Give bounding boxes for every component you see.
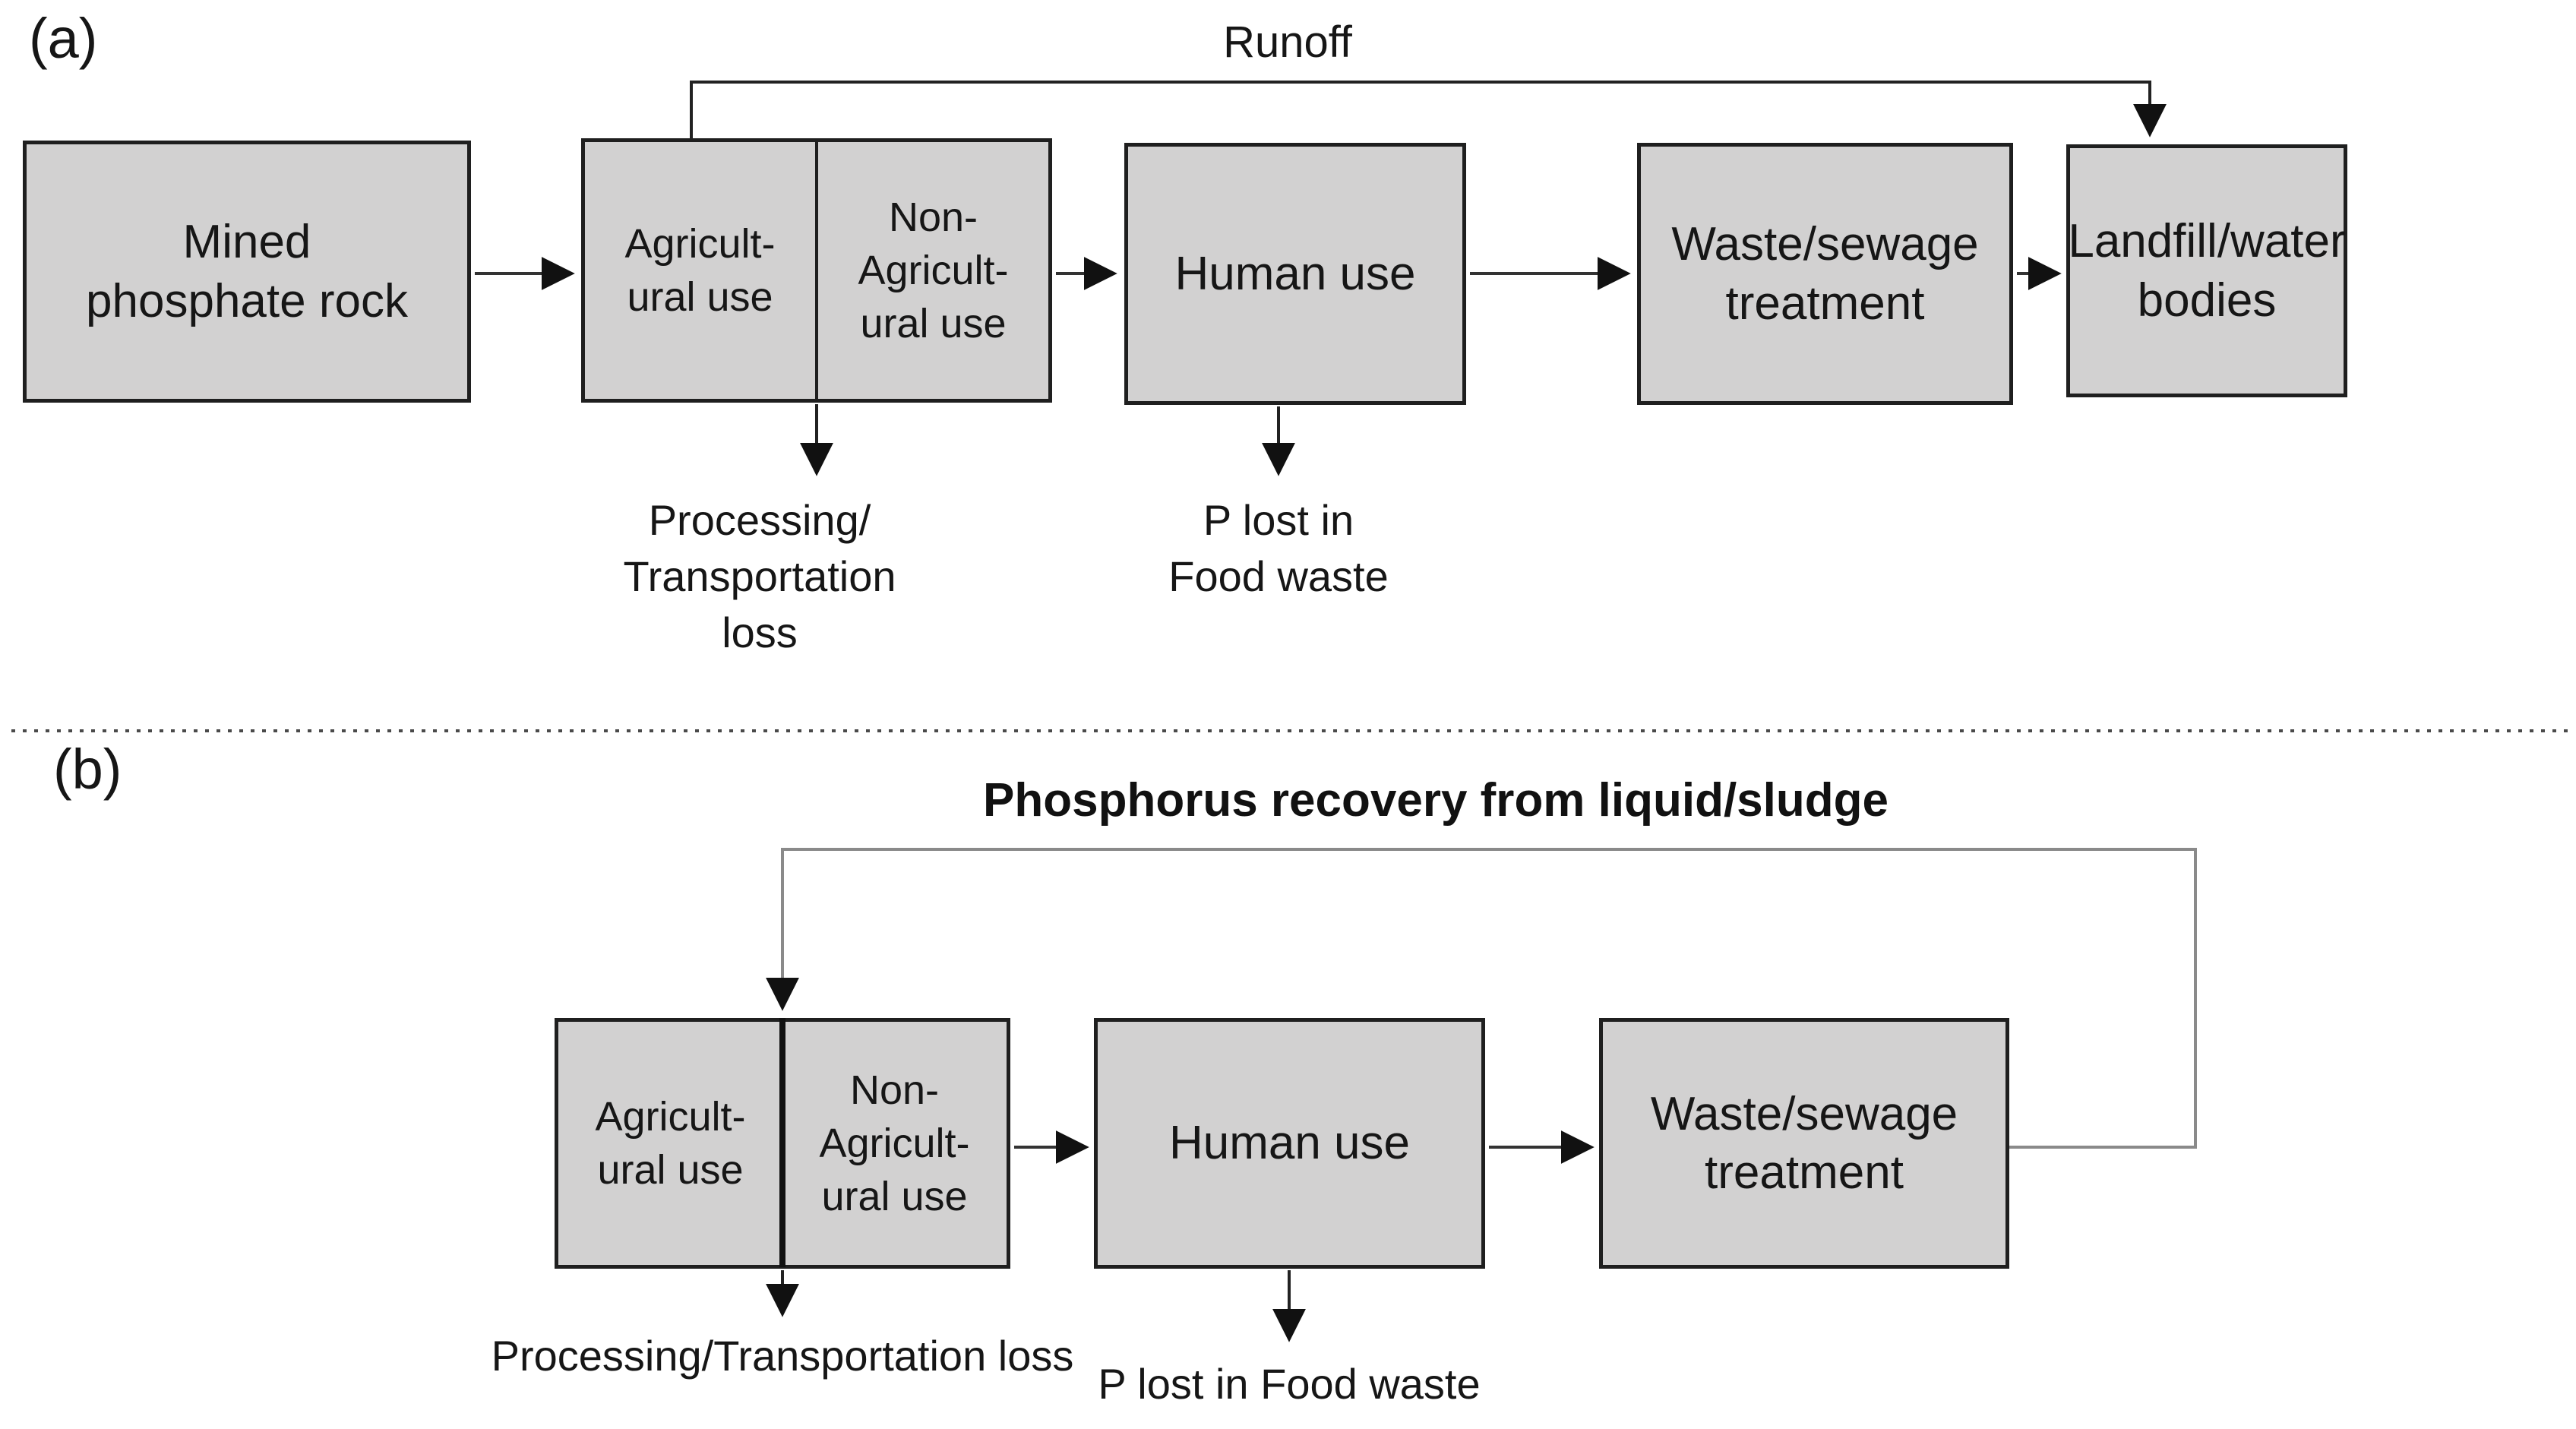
box-use-split-b: Agricult- ural use Non- Agricult- ural u…: [555, 1018, 1010, 1269]
waste-line2-b: treatment: [1705, 1146, 1904, 1199]
processing-loss-label-a: Processing/ Transportation loss: [585, 492, 934, 661]
p-lost-a-line2: Food waste: [1168, 552, 1389, 600]
cell-agricultural-use-a: Agricult- ural use: [585, 142, 818, 399]
processing-loss-b-line1: Processing/Transportation loss: [491, 1332, 1074, 1380]
box-human-use-a: Human use: [1124, 143, 1466, 405]
waste-line1-a: Waste/sewage: [1671, 218, 1979, 270]
recovery-title: Phosphorus recovery from liquid/sludge: [983, 774, 1889, 827]
non-agricultural-line1: Non-: [888, 194, 978, 240]
landfill-line1: Landfill/water: [2068, 215, 2346, 267]
processing-loss-label-b: Processing/Transportation loss: [441, 1328, 1124, 1384]
box-mined-phosphate-rock: Mined phosphate rock: [23, 141, 471, 403]
box-mined-line2: phosphate rock: [86, 274, 408, 327]
non-agricultural-b-line2: Agricult-: [819, 1120, 970, 1166]
panel-a-label: (a): [29, 7, 98, 70]
agricultural-b-line1: Agricult-: [595, 1093, 746, 1140]
runoff-label: Runoff: [1223, 17, 1352, 67]
p-lost-a-line1: P lost in: [1203, 496, 1354, 544]
box-landfill-water-bodies: Landfill/water bodies: [2066, 144, 2347, 397]
panel-b-label: (b): [53, 738, 122, 801]
p-lost-label-a: P lost in Food waste: [1127, 492, 1430, 605]
box-waste-sewage-b: Waste/sewage treatment: [1599, 1018, 2009, 1269]
p-lost-b-line1: P lost in Food waste: [1098, 1360, 1481, 1408]
non-agricultural-b-line3: ural use: [821, 1174, 968, 1220]
runoff-connector: [690, 81, 2167, 139]
p-lost-label-b: P lost in Food waste: [985, 1356, 1593, 1412]
non-agricultural-b-line1: Non-: [849, 1067, 940, 1113]
box-mined-line1: Mined: [182, 216, 311, 268]
cell-agricultural-use-b: Agricult- ural use: [558, 1022, 782, 1265]
non-agricultural-line2: Agricult-: [858, 247, 1009, 293]
human-use-label-a: Human use: [1174, 247, 1416, 300]
processing-loss-a-line1: Processing/: [648, 496, 871, 544]
cell-non-agricultural-use-a: Non- Agricult- ural use: [818, 142, 1048, 399]
landfill-line2: bodies: [2137, 273, 2277, 327]
waste-line1-b: Waste/sewage: [1650, 1087, 1958, 1140]
box-waste-sewage-a: Waste/sewage treatment: [1637, 143, 2013, 405]
agricultural-line2: ural use: [627, 274, 773, 320]
agricultural-line1: Agricult-: [624, 220, 776, 267]
human-use-label-b: Human use: [1168, 1117, 1411, 1170]
processing-loss-a-line2: Transportation: [623, 552, 896, 600]
processing-loss-a-line3: loss: [722, 608, 798, 656]
box-use-split-a: Agricult- ural use Non- Agricult- ural u…: [581, 138, 1052, 403]
waste-line2-a: treatment: [1725, 277, 1925, 330]
agricultural-b-line2: ural use: [597, 1147, 744, 1193]
cell-non-agricultural-use-b: Non- Agricult- ural use: [782, 1022, 1007, 1265]
non-agricultural-line3: ural use: [860, 301, 1007, 347]
box-human-use-b: Human use: [1094, 1018, 1485, 1269]
